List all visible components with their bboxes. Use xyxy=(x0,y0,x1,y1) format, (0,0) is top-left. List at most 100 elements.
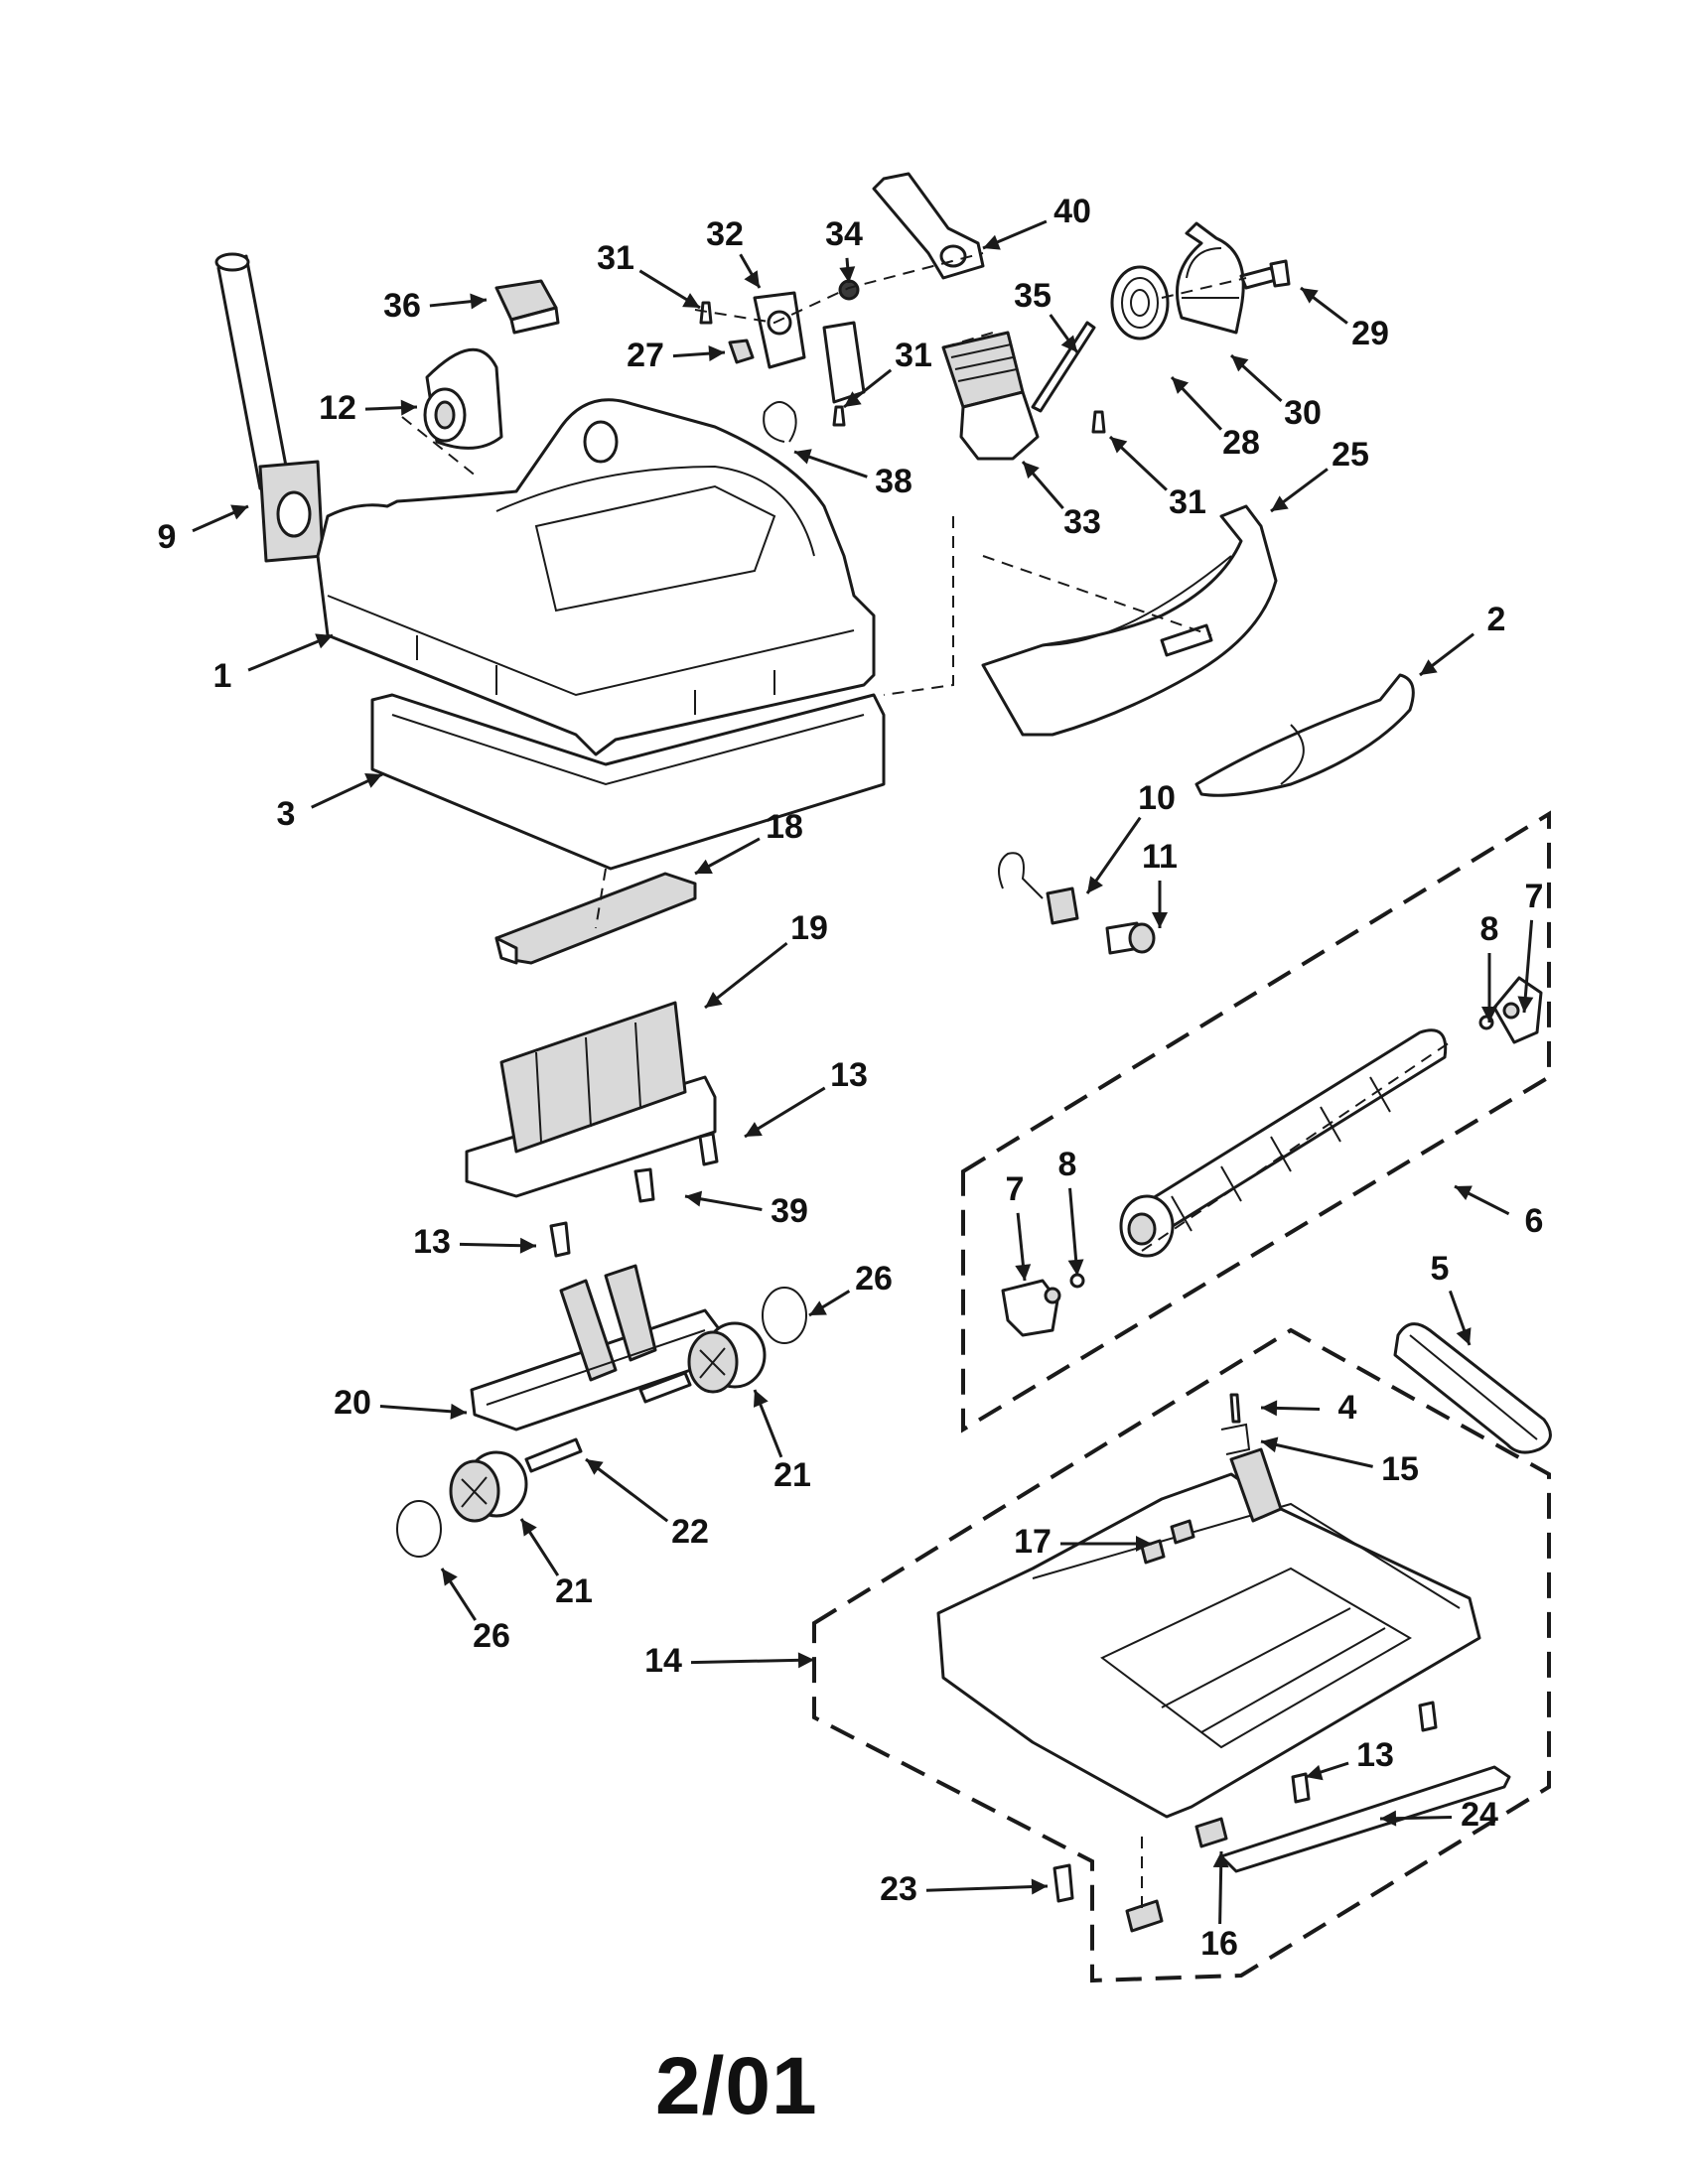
diagram-date-code: 2/01 xyxy=(655,2041,818,2131)
group-6-brushroll-box xyxy=(961,810,1551,1433)
part-18-guard-strip xyxy=(494,872,697,965)
part-31-screws xyxy=(699,301,1106,434)
callout-number-c17: 17 xyxy=(1014,1523,1052,1561)
part-4-pin xyxy=(1229,1393,1241,1424)
callout-arrowhead-c15 xyxy=(1261,1436,1279,1453)
part-1-hood xyxy=(316,398,876,756)
callout-number-c25: 25 xyxy=(1332,436,1369,474)
callout-arrowhead-c40 xyxy=(983,234,1001,250)
callout-number-c38: 38 xyxy=(875,463,912,500)
part-33-pedal-housing xyxy=(941,331,1040,461)
assembly-dashed-lines xyxy=(401,252,1451,1911)
callout-arrowhead-c13c xyxy=(1306,1764,1324,1781)
part-14-base-pan xyxy=(936,1447,1481,1819)
part-40-pedal-lever xyxy=(872,172,985,280)
callout-number-c9: 9 xyxy=(158,518,177,556)
callout-arrowhead-c1 xyxy=(315,633,333,649)
part-25-front-panel xyxy=(981,504,1278,737)
callout-number-c36: 36 xyxy=(383,287,421,325)
part-20-wheel-carriage xyxy=(470,1264,722,1432)
callout-arrowhead-c24 xyxy=(1380,1810,1397,1827)
part-27-nut xyxy=(728,339,755,364)
callout-arrowhead-c5 xyxy=(1456,1327,1472,1345)
callout-number-c31b: 31 xyxy=(895,337,932,374)
callout-number-c3: 3 xyxy=(277,795,296,833)
part-21-wheel-right xyxy=(687,1321,767,1394)
callout-arrowhead-c27 xyxy=(708,345,725,361)
callout-arrowhead-c6 xyxy=(1455,1185,1473,1200)
callout-number-c24: 24 xyxy=(1461,1796,1498,1834)
callout-number-c40: 40 xyxy=(1053,193,1091,230)
callout-number-c29: 29 xyxy=(1351,315,1389,352)
callout-arrowhead-c34 xyxy=(839,266,856,283)
callout-arrowhead-c32 xyxy=(744,270,760,288)
callout-number-c19: 19 xyxy=(790,909,828,947)
callout-number-c6: 6 xyxy=(1525,1202,1544,1240)
part-36-switch-button xyxy=(494,279,560,335)
part-13-screw-b xyxy=(549,1221,571,1258)
callout-number-c12: 12 xyxy=(319,389,356,427)
part-22-axles xyxy=(524,1371,692,1473)
callout-arrowhead-c31c xyxy=(1110,437,1128,454)
callout-arrowhead-c4 xyxy=(1261,1400,1278,1417)
part-13-screw-a xyxy=(698,1132,719,1166)
callout-number-c34: 34 xyxy=(825,215,863,253)
callout-arrowhead-c18 xyxy=(695,859,713,874)
group-14-base-box xyxy=(812,1327,1551,1983)
part-26-ring-right xyxy=(762,1287,807,1344)
part-13-screws-base xyxy=(1291,1701,1438,1804)
callout-number-c22: 22 xyxy=(671,1513,709,1551)
callout-arrowhead-c7a xyxy=(1517,996,1534,1013)
part-3-bumper-frame xyxy=(370,693,886,871)
part-9-handle-tube xyxy=(214,252,325,563)
callout-number-c18: 18 xyxy=(766,808,803,846)
callout-leader-c22 xyxy=(585,1457,669,1523)
callout-number-c21a: 21 xyxy=(773,1456,811,1494)
callout-number-c30: 30 xyxy=(1284,394,1322,432)
callout-number-c10: 10 xyxy=(1138,779,1176,817)
part-5-belt xyxy=(1393,1322,1552,1454)
callout-arrowhead-c23 xyxy=(1031,1878,1048,1895)
callout-arrowhead-c25 xyxy=(1271,495,1289,511)
part-35-rod xyxy=(1031,321,1096,413)
callout-number-c26a: 26 xyxy=(855,1260,893,1297)
callout-number-c13b: 13 xyxy=(413,1223,451,1261)
callout-arrowhead-c13b xyxy=(519,1237,536,1254)
callout-leader-c23 xyxy=(925,1884,1049,1892)
callout-arrowhead-c10 xyxy=(1087,876,1103,893)
callout-arrowhead-c26b xyxy=(442,1569,458,1586)
callout-arrowhead-c35 xyxy=(1060,335,1077,352)
callout-arrowhead-c17 xyxy=(1136,1536,1152,1552)
callout-arrowhead-c26a xyxy=(809,1300,827,1315)
callout-arrowhead-c9 xyxy=(230,504,248,520)
callout-number-c13c: 13 xyxy=(1356,1736,1394,1774)
part-38-spring-clip xyxy=(763,401,797,443)
callout-arrowhead-c3 xyxy=(364,773,382,788)
callout-arrowhead-c31a xyxy=(682,293,700,308)
callout-number-c21b: 21 xyxy=(555,1572,593,1610)
callout-number-c20: 20 xyxy=(334,1384,371,1422)
part-10-light-socket xyxy=(998,852,1079,925)
part-7-end-cap-right xyxy=(1492,976,1543,1044)
callout-number-c26b: 26 xyxy=(473,1617,510,1655)
callout-arrowhead-c22 xyxy=(586,1459,604,1475)
callout-leader-c14 xyxy=(690,1658,815,1665)
callout-number-c7a: 7 xyxy=(1525,878,1544,915)
callout-arrowhead-c11 xyxy=(1152,912,1168,928)
part-21-wheel-left xyxy=(449,1450,528,1523)
callout-arrowhead-c8b xyxy=(1067,1259,1084,1276)
callout-arrowhead-c21a xyxy=(753,1390,769,1408)
part-39-screw xyxy=(633,1167,655,1203)
callout-number-c33: 33 xyxy=(1063,503,1101,541)
part-15-clip xyxy=(1220,1423,1251,1455)
part-17-clips xyxy=(1140,1519,1195,1565)
callout-arrowhead-c13a xyxy=(745,1122,763,1137)
part-16-caster-mounts xyxy=(1125,1817,1228,1933)
callout-number-c15: 15 xyxy=(1381,1450,1419,1488)
callout-number-c11: 11 xyxy=(1142,838,1178,876)
callout-number-c16: 16 xyxy=(1200,1925,1238,1963)
callout-arrowhead-c7b xyxy=(1015,1264,1032,1281)
callout-arrowhead-c16 xyxy=(1212,1851,1229,1868)
